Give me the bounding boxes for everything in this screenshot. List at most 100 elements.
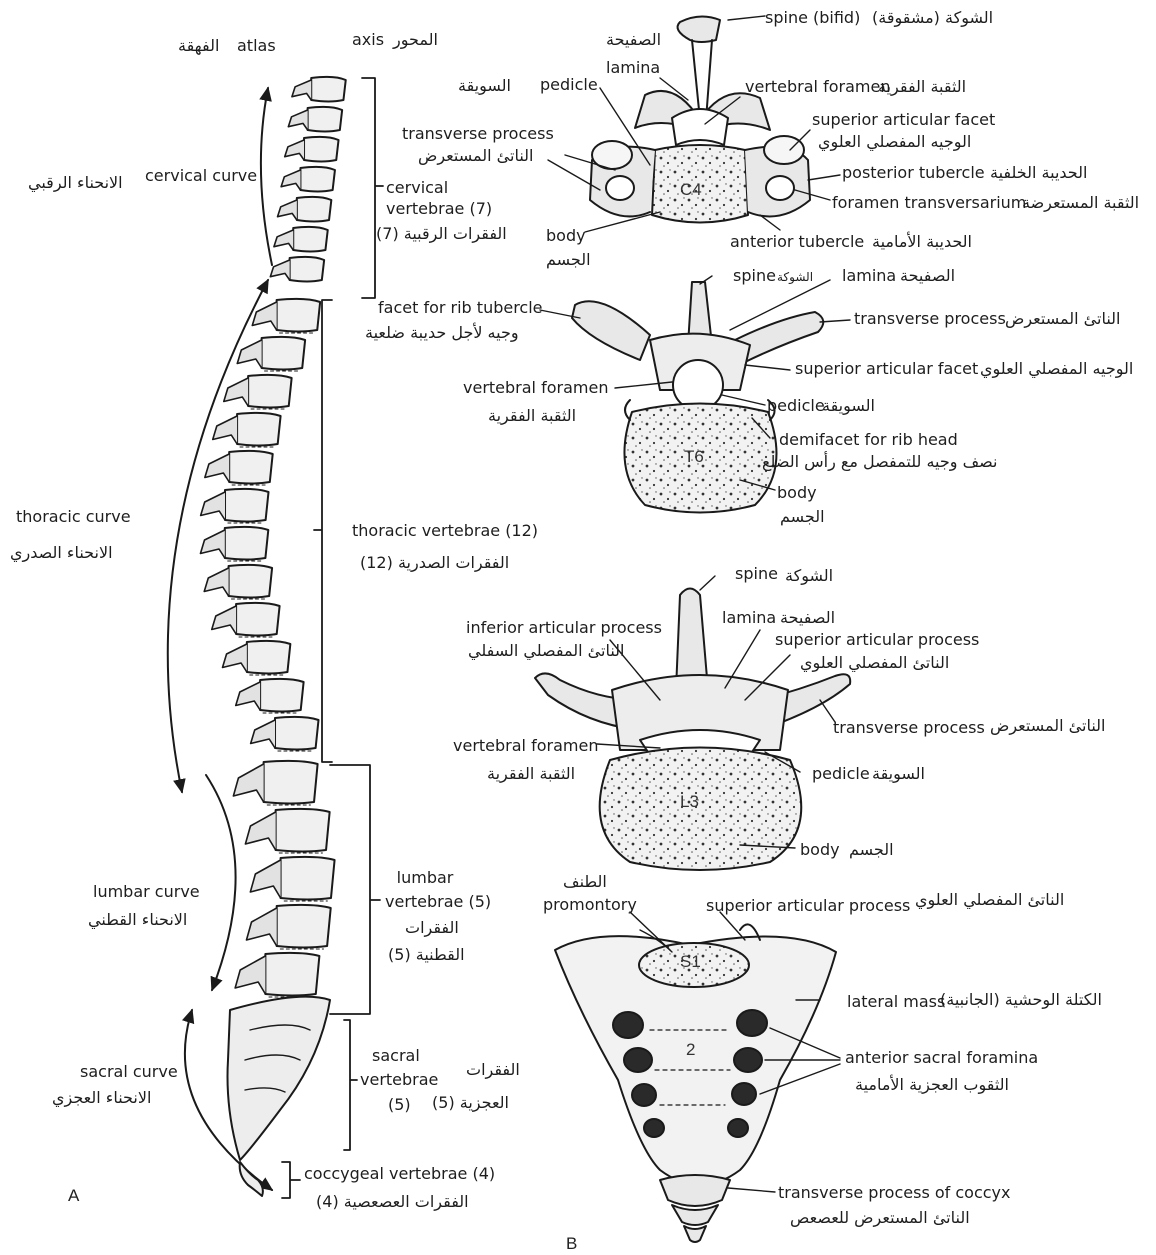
sacrum-superior-articular-process-label: superior articular process xyxy=(706,896,910,915)
l3-spine-ar: الشوكة xyxy=(785,566,833,585)
sacrum-s2-id: 2 xyxy=(686,1040,695,1060)
l3-lamina-label: lamina xyxy=(722,608,776,627)
t6-body-ar: الجسم xyxy=(780,507,825,526)
t6-facet-rib-tubercle-label: facet for rib tubercle xyxy=(378,298,543,317)
sacral-vertebrae-ar-1: الفقرات xyxy=(466,1060,520,1079)
panel-label-b: B xyxy=(566,1234,577,1254)
c4-body-ar: الجسم xyxy=(546,250,591,269)
vertebra-spinous-process xyxy=(246,908,276,946)
vertebra-body xyxy=(308,107,343,132)
vertebra-spinous-process xyxy=(288,110,307,130)
vertebra-spinous-process xyxy=(205,454,229,482)
vertebra-spinous-process xyxy=(250,860,280,898)
c4-foramen-transversarium-label: foramen transversarium xyxy=(832,193,1026,212)
vertebra-body xyxy=(229,565,272,598)
vertebra-spinous-process xyxy=(251,720,275,748)
cervical-curve-ar: الانحناء الرقبي xyxy=(28,173,123,192)
vertebra-spinous-process xyxy=(274,230,293,250)
axis-label: axis xyxy=(352,30,384,49)
vertebra-body xyxy=(277,905,331,948)
vertebra-spinous-process xyxy=(245,812,275,850)
vertebrae-stack xyxy=(200,77,345,997)
vertebra-spinous-process xyxy=(285,140,304,160)
vertebra-body xyxy=(265,953,319,996)
atlas-label: atlas xyxy=(237,36,276,55)
c4-vertebral-foramen-ar: الثقبة الفقرية xyxy=(878,77,966,96)
vertebra-spinous-process xyxy=(201,492,225,520)
vertebra-body xyxy=(237,413,281,446)
coccyx-lateral xyxy=(240,1162,263,1196)
t6-lamina-ar: الصفيحة xyxy=(900,266,955,285)
vertebral-column xyxy=(168,77,346,1196)
l3-id: L3 xyxy=(680,792,699,812)
sacrum-lateral-mass-label: lateral mass xyxy=(847,992,945,1011)
sacral-curve-ar: الانحناء العجزي xyxy=(52,1088,151,1107)
t6-body-label: body xyxy=(777,483,817,502)
l3-transverse-process-ar: الناتئ المستعرض xyxy=(990,716,1105,735)
sacral-vertebrae-label-1: sacral xyxy=(372,1046,420,1065)
coccyx-transverse-process-ar: الناتئ المستعرض للعصعص xyxy=(790,1208,970,1227)
c4-spine-label: spine (bifid) xyxy=(765,8,860,27)
vertebra-body xyxy=(290,257,325,282)
t6-pedicle-ar: السويقة xyxy=(822,396,875,415)
sacrum-lateral-mass-ar: الكتلة الوحشية (الجانبية) xyxy=(940,990,1102,1009)
c4-transverse-process-ar: الناتئ المستعرض xyxy=(418,146,533,165)
vertebra-body xyxy=(311,77,346,102)
vertebra-body xyxy=(262,337,306,370)
vertebra-body xyxy=(300,167,335,192)
l3-lamina-ar: الصفيحة xyxy=(780,608,835,627)
panel-label-a: A xyxy=(68,1186,79,1206)
sacral-vertebrae-label-2: vertebrae xyxy=(360,1070,438,1089)
t6-id: T6 xyxy=(684,447,704,467)
t6-spine-ar: الشوكة xyxy=(777,268,813,287)
vertebra-spinous-process xyxy=(204,568,228,596)
vertebra-spinous-process xyxy=(237,340,261,368)
lumbar-vertebrae-label-1: lumbar xyxy=(385,868,465,887)
c4-pedicle-label: pedicle xyxy=(540,75,598,94)
vertebra-spinous-process xyxy=(200,530,224,558)
vertebra-spinous-process xyxy=(222,644,246,672)
vertebra-body xyxy=(304,137,339,162)
sacral-curve-label: sacral curve xyxy=(80,1062,178,1081)
vertebra-spinous-process xyxy=(278,200,297,220)
vertebra-body xyxy=(225,489,269,522)
l3-body-label: body xyxy=(800,840,840,859)
cervical-vertebrae-label-1: cervical xyxy=(386,178,448,197)
atlas-ar: الفهقة xyxy=(178,36,219,55)
t6-facet-rib-tubercle-ar: وجيه لأجل حديبة ضلعية xyxy=(365,323,519,342)
c4-posterior-tubercle-ar: الحديبة الخلفية xyxy=(990,163,1087,182)
sacrum-promontory-label: promontory xyxy=(543,895,637,914)
t6-transverse-process-label: transverse process xyxy=(854,309,1006,328)
c4-lamina-ar: الصفيحة xyxy=(606,30,661,49)
vertebra-body xyxy=(260,679,304,712)
c4-superior-articular-facet-label: superior articular facet xyxy=(812,110,995,129)
lumbar-vertebrae-ar-2: القطنية (5) xyxy=(388,945,465,964)
lumbar-curve-label: lumbar curve xyxy=(93,882,200,901)
lumbar-vertebrae-ar-1: الفقرات xyxy=(405,918,459,937)
t6-lamina-label: lamina xyxy=(842,266,896,285)
cervical-vertebrae-ar: الفقرات الرقبية (7) xyxy=(376,224,507,243)
t6-vertebral-foramen-label: vertebral foramen xyxy=(463,378,608,397)
vertebra-spinous-process xyxy=(224,378,248,406)
lumbar-curve-arrow xyxy=(206,775,236,990)
t6-superior-articular-facet-label: superior articular facet xyxy=(795,359,978,378)
sacral-vertebrae-ar-2: العجزية (5) xyxy=(432,1093,509,1112)
l3-spine-label: spine xyxy=(735,564,778,583)
l3-superior-articular-process-label: superior articular process xyxy=(775,630,979,649)
l3-vertebral-foramen-label: vertebral foramen xyxy=(453,736,598,755)
vertebra-body xyxy=(236,603,280,636)
lumbar-vertebrae-label-2: vertebrae (5) xyxy=(385,892,491,911)
cervical-curve-label: cervical curve xyxy=(145,166,257,185)
coccygeal-vertebrae-label: coccygeal vertebrae (4) xyxy=(304,1164,495,1183)
vertebra-spinous-process xyxy=(235,956,265,994)
thoracic-curve-label: thoracic curve xyxy=(16,507,131,526)
vertebra-spinous-process xyxy=(213,416,237,444)
l3-transverse-process-label: transverse process xyxy=(833,718,985,737)
vertebra-spinous-process xyxy=(233,764,263,802)
c4-vertebral-foramen-label: vertebral foramen xyxy=(745,77,890,96)
c4-lamina-label: lamina xyxy=(606,58,660,77)
coccyx-transverse-process-label: transverse process of coccyx xyxy=(778,1183,1010,1202)
t6-demifacet-label: demifacet for rib head xyxy=(779,430,958,449)
t6-superior-articular-facet-ar: الوجيه المفصلي العلوي xyxy=(980,359,1133,378)
